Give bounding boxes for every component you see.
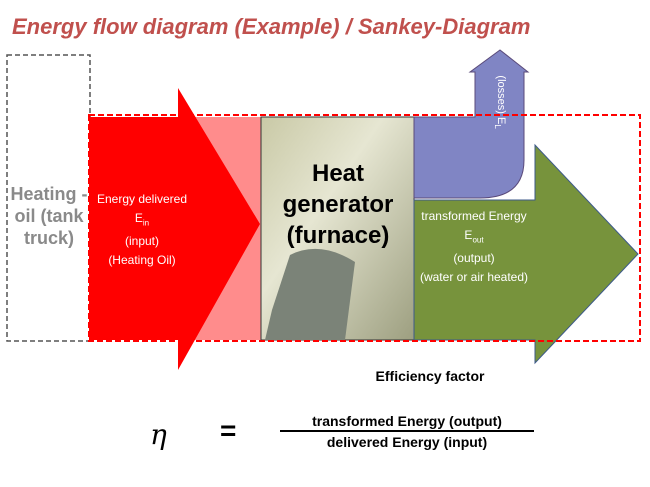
source-label: Heating -oil (tank truck): [10, 184, 88, 248]
formula-numerator: transformed Energy (output): [280, 413, 534, 432]
generator-label: Heat generator (furnace): [282, 160, 394, 249]
input-label: Energy delivered Ein(input)(Heating Oil): [96, 192, 188, 268]
output-label: transformed Energy Eout(output)(water or…: [419, 209, 529, 285]
loss-label: (losses) EL: [492, 75, 508, 129]
efficiency-caption: Efficiency factor: [375, 368, 485, 384]
burner-pipe: [265, 248, 355, 340]
system-boundary: [88, 114, 641, 342]
formula-denominator: delivered Energy (input): [326, 434, 488, 450]
eta-symbol: η: [150, 418, 167, 451]
page-title: Energy flow diagram (Example) / Sankey-D…: [12, 14, 531, 39]
equals-sign: =: [220, 415, 237, 446]
input-arrow: [89, 88, 260, 370]
loss-arrow: [413, 49, 530, 199]
